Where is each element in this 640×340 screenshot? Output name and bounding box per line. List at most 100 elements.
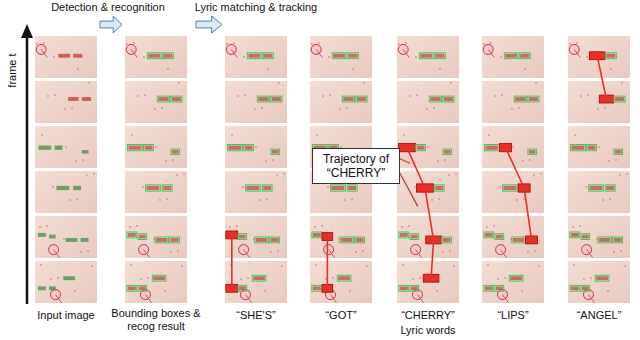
frame-background [125, 171, 187, 213]
lyric-text-sample [444, 97, 453, 101]
petal-dot [426, 108, 428, 110]
detection-box [587, 144, 597, 150]
detection-box [434, 185, 444, 191]
petal-dot [267, 68, 269, 70]
petal-dot [177, 250, 179, 252]
lyric-text-sample [81, 238, 89, 242]
lyric-text-sample [400, 286, 408, 290]
lyric-text-sample [156, 238, 168, 242]
petal-dot [585, 186, 587, 188]
petal-dot [527, 251, 529, 253]
frame-background [310, 36, 372, 78]
detection-box [434, 53, 445, 59]
lyric-text-sample [515, 97, 525, 101]
lyric-text-sample [38, 145, 51, 149]
lyric-text-sample [400, 233, 408, 237]
petal-dot [442, 251, 444, 253]
detection-box [484, 144, 499, 150]
petal-dot [613, 251, 615, 253]
petal-dot [522, 160, 524, 162]
petal-dot [133, 42, 135, 44]
detection-box [337, 275, 351, 281]
detection-box [138, 285, 147, 291]
petal-dot [572, 226, 574, 228]
video-frame [35, 171, 97, 213]
petal-dot [276, 174, 278, 176]
petal-dot [264, 290, 266, 292]
detection-box [570, 285, 580, 291]
petal-dot [362, 250, 364, 252]
lyric-text-sample [348, 186, 356, 190]
detection-box [347, 185, 357, 191]
petal-dot [511, 108, 513, 110]
petal-dot [500, 56, 502, 58]
petal-dot [597, 108, 599, 110]
detection-box [410, 285, 419, 291]
detection-box [270, 237, 280, 243]
lyric-text-sample [435, 54, 444, 58]
petal-dot [615, 159, 617, 161]
petal-dot [620, 250, 622, 252]
detection-box [443, 96, 454, 102]
frame-background [225, 126, 287, 168]
lyric-text-sample [272, 97, 281, 101]
video-frame [310, 81, 372, 123]
petal-dot [438, 198, 440, 200]
petal-dot [610, 68, 612, 70]
detection-box [127, 232, 137, 238]
petal-dot [401, 226, 403, 228]
lyric-text-sample [615, 150, 622, 153]
petal-dot [366, 265, 368, 267]
petal-dot [247, 277, 249, 279]
step-label: Detection & recognition [38, 1, 178, 14]
petal-dot [579, 225, 581, 227]
lyric-text-sample [271, 238, 279, 242]
lyric-text-sample [588, 145, 596, 149]
petal-dot [244, 94, 246, 96]
lyric-text-sample [348, 54, 357, 58]
petal-dot [419, 277, 421, 279]
petal-dot [229, 226, 231, 228]
lyric-text-sample [146, 186, 159, 190]
umbrella-handle [244, 250, 250, 258]
petal-dot [436, 290, 438, 292]
lyric-text-sample [56, 186, 69, 190]
video-frame [125, 261, 187, 303]
lyric-text-sample [172, 97, 181, 101]
petal-dot [164, 290, 166, 292]
video-frame [397, 126, 459, 168]
petal-dot [332, 277, 334, 279]
petal-dot [41, 134, 43, 136]
petal-dot [54, 94, 56, 96]
lyric-text-sample [420, 54, 432, 58]
detection-box [605, 185, 615, 191]
umbrella-handle [55, 295, 61, 303]
petal-dot [598, 146, 600, 148]
petal-dot [414, 186, 416, 188]
column-label: “GOT” [310, 309, 372, 322]
frame-background [310, 81, 372, 123]
petal-dot [270, 251, 272, 253]
petal-dot [339, 108, 341, 110]
umbrella-handle [316, 49, 322, 57]
video-frame [310, 216, 372, 258]
detection-box [429, 96, 441, 102]
petal-dot [363, 82, 365, 84]
detection-box [528, 149, 537, 154]
detection-box [127, 144, 142, 150]
lyric-text-sample [417, 145, 425, 149]
detection-box [271, 96, 282, 102]
petal-dot [166, 198, 168, 200]
video-frame [482, 171, 544, 213]
petal-dot [608, 160, 610, 162]
umbrella-handle [145, 295, 151, 303]
petal-dot [355, 251, 357, 253]
detection-box [598, 237, 612, 243]
umbrella-handle [403, 49, 409, 57]
petal-dot [315, 264, 317, 266]
frame-background [568, 36, 630, 78]
callout-text: Trajectory of “CHERRY” [318, 152, 394, 180]
petal-dot [91, 265, 93, 267]
callout-leader [400, 173, 418, 206]
umbrella-symbol [226, 44, 236, 54]
